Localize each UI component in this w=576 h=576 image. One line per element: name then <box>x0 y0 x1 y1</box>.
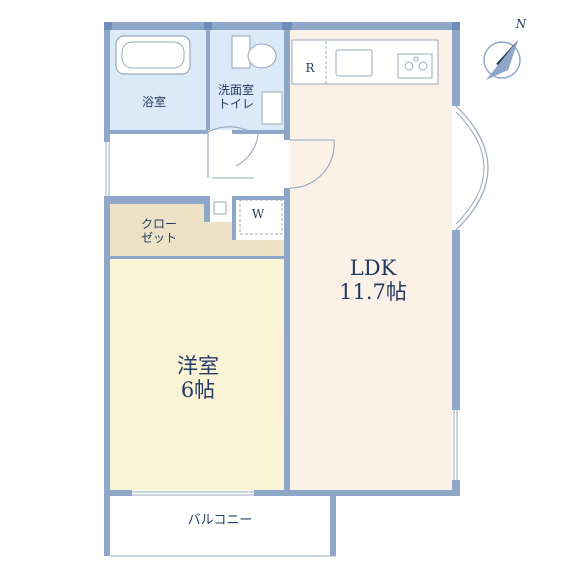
washroom-label-line2: トイレ <box>217 96 254 111</box>
western-room-label: 洋室 6帖 <box>150 354 246 402</box>
ldk-label: LDK 11.7帖 <box>318 256 428 304</box>
bath-label: 浴室 <box>141 95 166 109</box>
balcony-label: バルコニー <box>187 513 253 528</box>
wall-joints <box>104 22 460 30</box>
washer-label: W <box>251 207 265 221</box>
compass-north-label: N <box>515 17 527 31</box>
stove <box>397 53 433 79</box>
closet-label: クロー ゼット <box>122 217 196 246</box>
washbasin <box>261 91 283 125</box>
sink <box>335 49 373 77</box>
closet-label-line2: ゼット <box>140 230 177 245</box>
closet-floor <box>110 204 284 258</box>
western-room-name: 洋室 <box>177 354 219 378</box>
bay-window <box>455 105 489 231</box>
door-swings <box>207 126 335 189</box>
ldk-size: 11.7帖 <box>339 280 407 305</box>
ldk-floor <box>290 30 452 490</box>
refrigerator-label: R <box>305 61 315 75</box>
kitchen-counter <box>291 39 439 85</box>
bathtub <box>115 35 191 75</box>
toilet <box>231 35 277 69</box>
ldk-name: LDK <box>349 256 397 280</box>
washer-space <box>239 199 283 235</box>
compass-icon <box>483 40 521 80</box>
western-room-size: 6帖 <box>180 378 216 403</box>
washroom-label-line1: 洗面室 <box>217 83 254 97</box>
western-room-floor <box>110 258 284 490</box>
refrigerator-space <box>291 39 327 85</box>
closet-label-line1: クロー <box>140 217 177 231</box>
window-lines <box>105 142 458 557</box>
washroom-label: 洗面室 トイレ <box>210 83 262 112</box>
